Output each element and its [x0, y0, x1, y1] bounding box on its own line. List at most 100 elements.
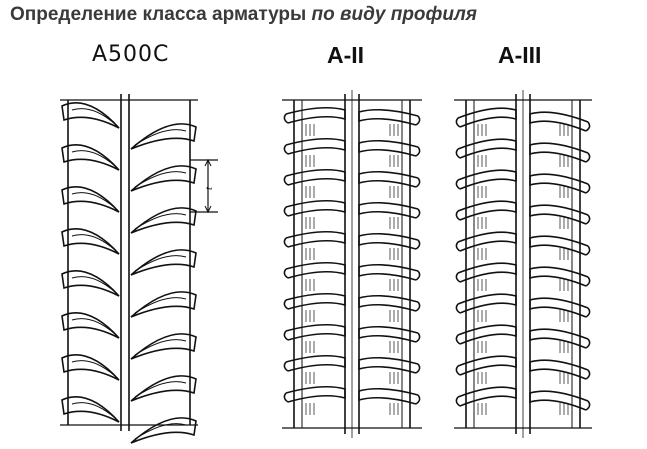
transverse-rib-right [529, 142, 589, 163]
crescent-rib-shading [134, 339, 187, 356]
crescent-rib-shading [71, 150, 116, 167]
transverse-rib-right [529, 204, 589, 225]
transverse-rib-right [358, 170, 419, 188]
crescent-rib-right [130, 417, 197, 444]
crescent-rib-left [61, 354, 120, 381]
rib-end-cap [455, 148, 461, 159]
rib-spacing-dimension [190, 158, 218, 214]
crescent-rib-shading [71, 192, 116, 209]
crescent-rib-shading [134, 213, 187, 230]
transverse-rib-right [529, 266, 589, 287]
rib-end-cap [585, 152, 591, 163]
transverse-rib-left [457, 138, 517, 159]
crescent-rib-shading [71, 360, 116, 377]
rib-end-cap [455, 396, 461, 407]
page-title: Определение класса арматуры по виду проф… [10, 4, 477, 26]
transverse-rib-right [358, 387, 419, 405]
transverse-rib-left [285, 354, 346, 372]
rib-end-cap [415, 301, 421, 312]
rib-end-cap [283, 268, 289, 279]
rib-end-cap [585, 307, 591, 318]
dimension-arrow-top [204, 158, 212, 167]
transverse-rib-right [358, 108, 419, 126]
label-a3: A-III [498, 42, 542, 68]
transverse-rib-left [285, 168, 346, 186]
rib-end-cap [415, 177, 421, 188]
transverse-rib-right [358, 201, 419, 219]
transverse-rib-left [285, 230, 346, 248]
transverse-rib-left [457, 324, 517, 345]
rib-end-cap [585, 400, 591, 411]
rib-end-cap [585, 183, 591, 194]
transverse-rib-right [358, 325, 419, 343]
transverse-rib-left [457, 386, 517, 407]
rebar-a500c-drawing [60, 94, 198, 444]
transverse-rib-left [457, 293, 517, 314]
transverse-rib-right [358, 263, 419, 281]
rib-end-cap [283, 361, 289, 372]
rib-end-cap [455, 365, 461, 376]
transverse-rib-right [358, 139, 419, 157]
rib-end-cap [283, 330, 289, 341]
label-a2: A-II [327, 42, 365, 68]
rib-end-cap [415, 363, 421, 374]
crescent-rib-left [61, 396, 120, 423]
transverse-rib-right [358, 356, 419, 374]
title-main: Определение класса арматуры [10, 4, 307, 25]
crescent-rib-left [61, 144, 120, 171]
transverse-rib-left [285, 385, 346, 403]
transverse-rib-right [529, 359, 589, 380]
transverse-rib-left [285, 199, 346, 217]
transverse-rib-right [529, 235, 589, 256]
crescent-rib-right [130, 207, 197, 234]
rib-end-cap [455, 117, 461, 128]
title-italic: по виду профиля [311, 4, 477, 25]
rib-end-cap [415, 146, 421, 157]
rib-end-cap [283, 237, 289, 248]
crescent-rib-right [130, 333, 197, 360]
rib-end-cap [455, 334, 461, 345]
crescent-rib-shading [71, 234, 116, 251]
transverse-rib-right [358, 232, 419, 250]
rib-end-cap [585, 214, 591, 225]
crescent-rib-shading [71, 318, 116, 335]
transverse-rib-left [285, 137, 346, 155]
rib-end-cap [585, 276, 591, 287]
transverse-rib-left [285, 292, 346, 310]
rib-end-cap [283, 113, 289, 124]
rib-end-cap [455, 303, 461, 314]
transverse-rib-left [457, 107, 517, 128]
rib-end-cap [415, 208, 421, 219]
transverse-rib-left [457, 200, 517, 221]
crescent-rib-shading [134, 381, 187, 398]
rib-end-cap [455, 272, 461, 283]
crescent-rib-left [61, 228, 120, 255]
crescent-rib-left [61, 270, 120, 297]
rib-end-cap [455, 179, 461, 190]
crescent-rib-shading [71, 402, 116, 419]
dimension-arrow-bottom [204, 205, 212, 214]
crescent-rib-left [61, 312, 120, 339]
transverse-rib-left [457, 169, 517, 190]
crescent-rib-shading [134, 129, 187, 146]
transverse-rib-left [457, 231, 517, 252]
rib-end-cap [415, 270, 421, 281]
rebar-a3-drawing [454, 90, 592, 438]
crescent-rib-shading [134, 423, 187, 440]
crescent-rib-right [130, 165, 197, 192]
rib-end-cap [585, 338, 591, 349]
crescent-rib-shading [71, 108, 116, 125]
rib-end-cap [415, 332, 421, 343]
rib-end-cap [283, 175, 289, 186]
rib-end-cap [283, 299, 289, 310]
transverse-rib-left [285, 261, 346, 279]
crescent-rib-right [130, 375, 197, 402]
rib-end-cap [585, 121, 591, 132]
crescent-rib-left [61, 102, 120, 129]
transverse-rib-left [457, 355, 517, 376]
rib-end-cap [283, 144, 289, 155]
rib-end-cap [585, 369, 591, 380]
crescent-rib-right [130, 249, 197, 276]
rib-end-cap [283, 392, 289, 403]
